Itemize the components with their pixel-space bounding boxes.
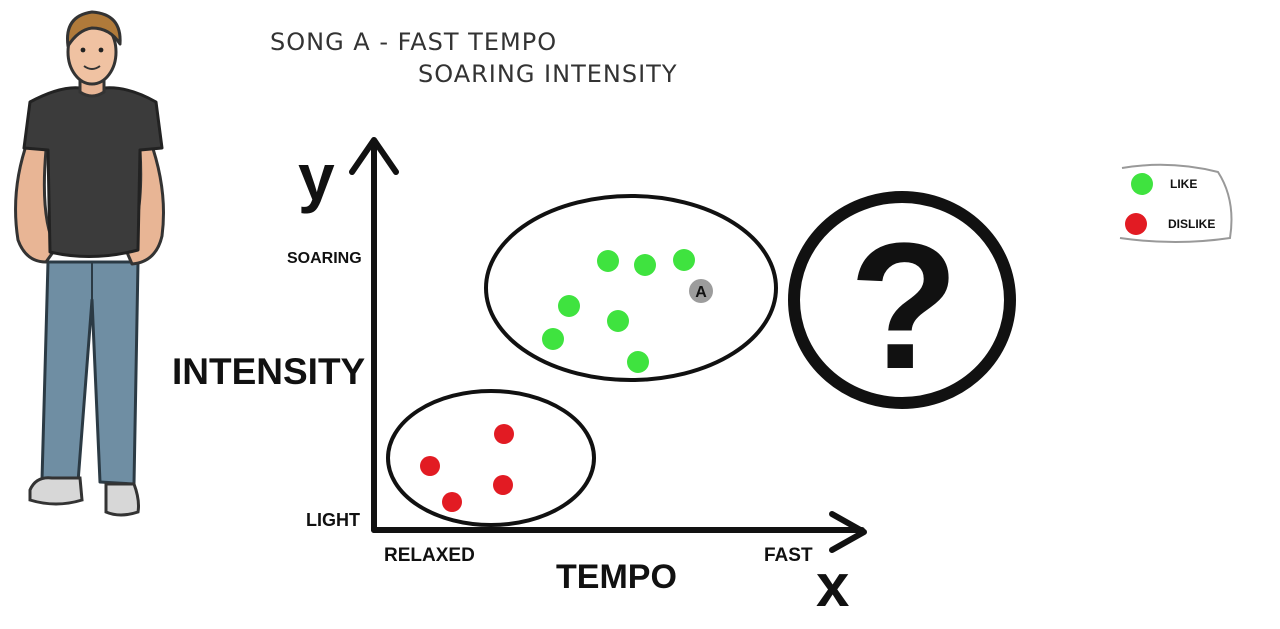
- legend: LIKE DISLIKE: [1119, 163, 1233, 243]
- x-axis-low-label: RELAXED: [384, 545, 475, 566]
- x-axis-title: TEMPO: [556, 558, 677, 596]
- question-mark-icon: ?: [788, 191, 1016, 409]
- x-axis-symbol: x: [816, 552, 849, 619]
- legend-dislike-label: DISLIKE: [1168, 217, 1215, 231]
- like-cluster-outline: [484, 194, 778, 382]
- dislike-point: [493, 475, 513, 495]
- dislike-points: [420, 424, 514, 512]
- query-point-marker: [689, 279, 713, 303]
- y-axis-symbol: y: [298, 140, 335, 214]
- y-axis-title: INTENSITY: [172, 351, 366, 392]
- x-axis-high-label: FAST: [764, 545, 813, 566]
- query-point-label: A: [695, 284, 707, 301]
- y-axis-low-label: LIGHT: [306, 510, 360, 530]
- like-points: [542, 249, 695, 373]
- legend-like-label: LIKE: [1170, 177, 1197, 191]
- dislike-point: [494, 424, 514, 444]
- y-axis-high-label: SOARING: [287, 250, 362, 267]
- header-line-1: SONG A - FAST TEMPO: [270, 28, 557, 56]
- x-axis-arrowhead: [829, 511, 867, 553]
- like-point: [542, 328, 564, 350]
- dislike-point: [420, 456, 440, 476]
- legend-like-swatch: [1131, 173, 1153, 195]
- like-point: [558, 295, 580, 317]
- like-point: [673, 249, 695, 271]
- legend-dislike-swatch: [1125, 213, 1147, 235]
- dislike-point: [442, 492, 462, 512]
- like-point: [607, 310, 629, 332]
- y-axis-arrowhead: [349, 137, 399, 175]
- dislike-cluster-outline: [386, 389, 596, 527]
- character-illustration: [14, 10, 165, 517]
- question-mark-symbol: ?: [849, 206, 959, 407]
- header-line-2: SOARING INTENSITY: [418, 60, 678, 88]
- like-point: [597, 250, 619, 272]
- axes: [349, 137, 867, 553]
- like-point: [627, 351, 649, 373]
- query-point-a: A: [689, 279, 713, 303]
- like-point: [634, 254, 656, 276]
